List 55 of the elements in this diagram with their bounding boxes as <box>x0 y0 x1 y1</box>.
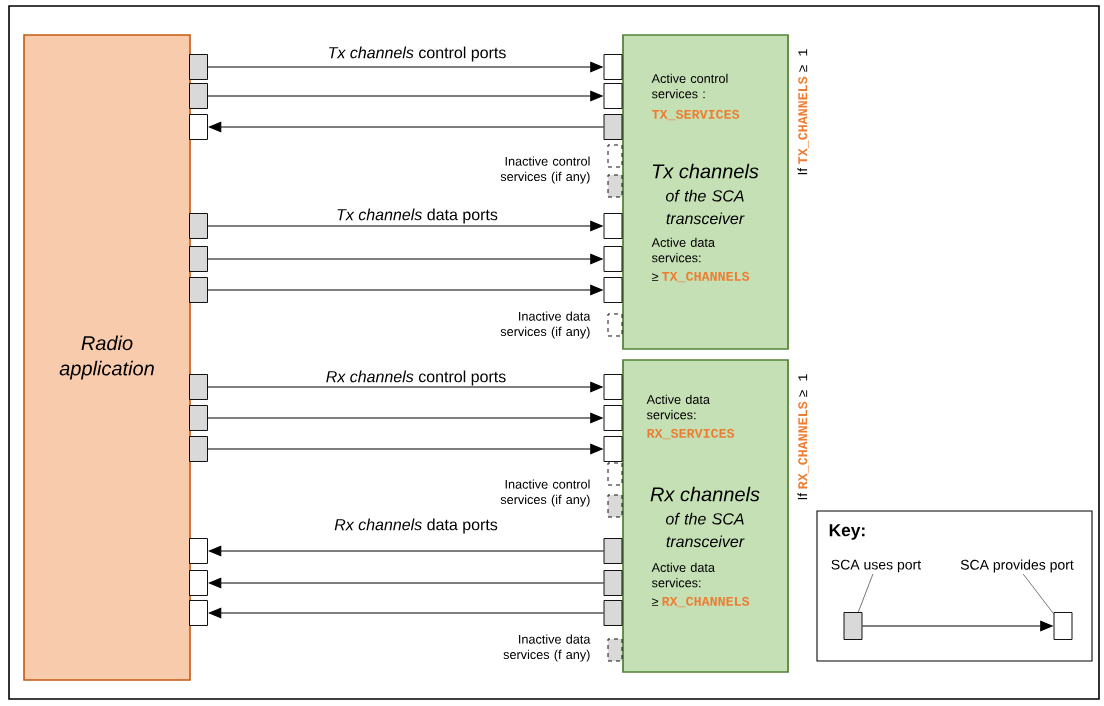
note-text: Inactive control services (if any) <box>500 156 590 184</box>
port-square <box>603 600 623 626</box>
port-square <box>843 612 863 640</box>
port-square <box>603 405 623 431</box>
arrow <box>208 607 605 619</box>
port-square <box>603 570 623 596</box>
service-label: Active data services: ≥ TX_CHANNELS <box>651 237 750 283</box>
port-square <box>189 538 208 564</box>
service-label: Active data services: ≥ RX_CHANNELS <box>651 562 750 608</box>
arrow <box>208 545 605 557</box>
note-text: Inactive control services (if any) <box>500 479 590 507</box>
port-square <box>603 54 623 80</box>
inactive-port <box>607 462 623 486</box>
port-square <box>189 246 208 272</box>
key-label: SCA uses port <box>831 559 921 573</box>
application-box: Radio application <box>23 34 191 681</box>
port-square <box>189 405 208 431</box>
port-square <box>189 600 208 626</box>
edge-label: Rx channels control ports <box>326 370 506 386</box>
service-label: Active control services : TX_SERVICES <box>651 73 740 121</box>
service-label: Active data services: RX_SERVICES <box>646 394 735 440</box>
port-square <box>189 570 208 596</box>
port-square <box>603 374 623 400</box>
port-square <box>189 277 208 303</box>
inactive-port <box>607 174 623 198</box>
note-text: Inactive data services (f any) <box>503 634 591 662</box>
inactive-port <box>607 313 623 337</box>
port-square <box>603 114 623 140</box>
inactive-port <box>607 638 623 662</box>
condition-label: If TX_CHANNELS ≥ 1 <box>797 49 809 175</box>
port-square <box>189 213 208 239</box>
port-square <box>603 436 623 462</box>
port-square <box>189 83 208 109</box>
leader-line <box>858 573 874 613</box>
port-square <box>603 83 623 109</box>
note-text: Inactive data services (if any) <box>500 311 591 339</box>
edge-label: Rx channels data ports <box>334 518 498 534</box>
port-square <box>189 436 208 462</box>
port-square <box>603 277 623 303</box>
arrow <box>208 577 605 589</box>
leader-line <box>1022 573 1054 614</box>
port-square <box>189 374 208 400</box>
port-square <box>189 114 208 140</box>
inactive-port <box>607 144 623 168</box>
port-square <box>603 213 623 239</box>
key-label: SCA provides port <box>960 559 1074 573</box>
port-square <box>603 538 623 564</box>
port-square <box>189 54 208 80</box>
port-square <box>603 246 623 272</box>
condition-label: If RX_CHANNELS ≥ 1 <box>797 374 809 500</box>
inactive-port <box>607 494 623 518</box>
edge-label: Tx channels control ports <box>329 46 506 62</box>
edge-label: Tx channels data ports <box>337 208 498 224</box>
port-square <box>1053 612 1073 640</box>
arrow <box>208 121 605 133</box>
